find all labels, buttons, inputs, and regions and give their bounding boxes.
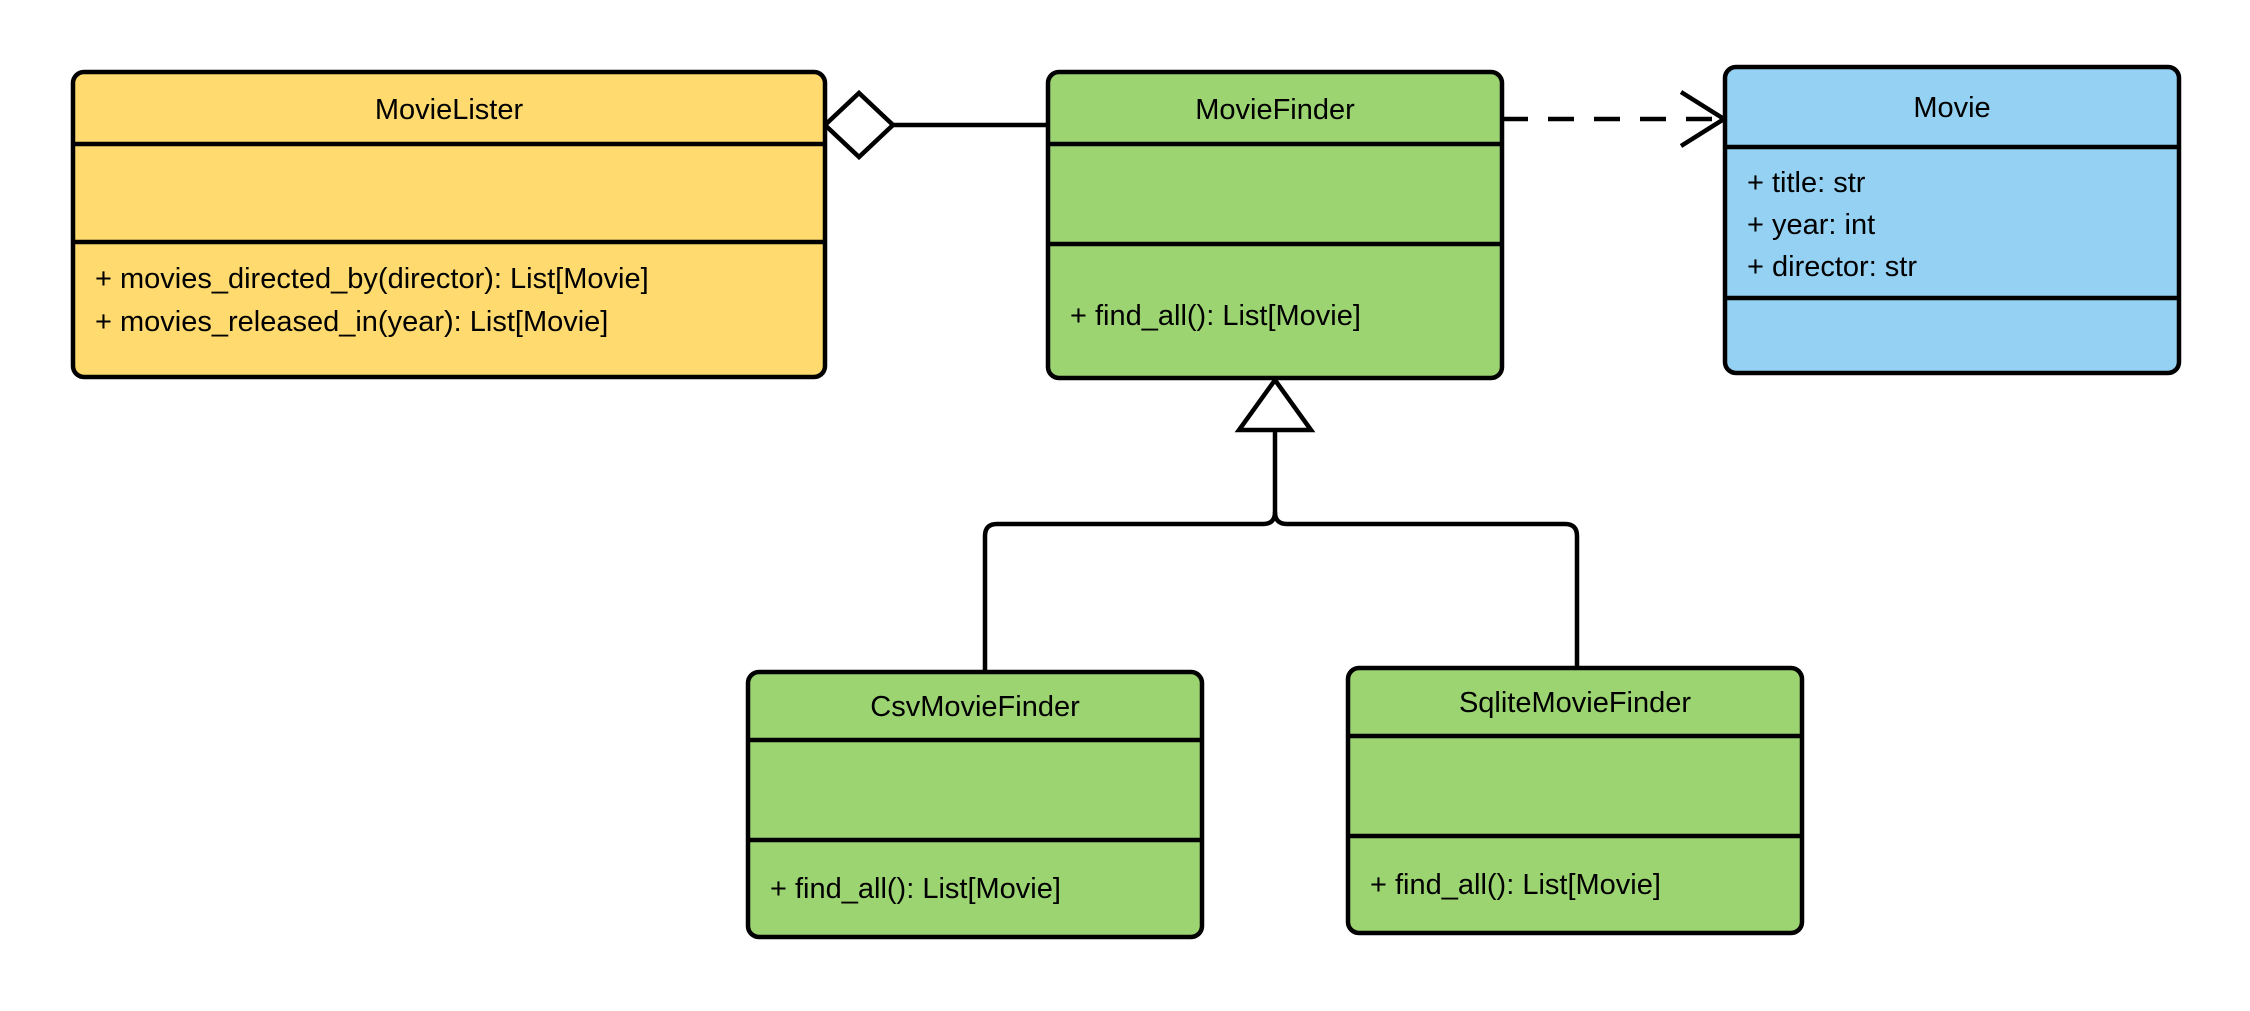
- hollow-triangle-icon: [1234, 376, 1316, 433]
- sqlite-movie-finder-title: SqliteMovieFinder: [1459, 687, 1691, 719]
- movie-finder-method-0: + find_all(): List[Movie]: [1070, 300, 1361, 332]
- movie-attribute-2: + director: str: [1747, 251, 1917, 283]
- movie-lister-frame: [70, 69, 828, 380]
- movie-attribute-0: + title: str: [1747, 167, 1866, 199]
- relationship-generalization-tree[interactable]: [982, 376, 1580, 672]
- class-box-csv-movie-finder[interactable]: CsvMovieFinder + find_all(): List[Movie]: [745, 669, 1205, 940]
- class-box-sqlite-movie-finder[interactable]: SqliteMovieFinder + find_all(): List[Mov…: [1345, 665, 1805, 936]
- hollow-diamond-icon: [821, 89, 897, 161]
- movie-lister-method-0: + movies_directed_by(director): List[Mov…: [95, 263, 649, 295]
- sqlite-movie-finder-method-0: + find_all(): List[Movie]: [1370, 869, 1661, 901]
- csv-movie-finder-title: CsvMovieFinder: [870, 691, 1080, 723]
- movie-finder-title: MovieFinder: [1195, 94, 1355, 126]
- movie-lister-title: MovieLister: [375, 94, 524, 126]
- csv-movie-finder-method-0: + find_all(): List[Movie]: [770, 873, 1061, 905]
- generalization-branch-sqlite: [1272, 511, 1580, 668]
- generalization-branch-csv: [982, 511, 1278, 672]
- class-box-movie-finder[interactable]: MovieFinder + find_all(): List[Movie]: [1045, 69, 1505, 381]
- class-box-movie-lister[interactable]: MovieLister + movies_directed_by(directo…: [70, 69, 828, 380]
- movie-lister-method-1: + movies_released_in(year): List[Movie]: [95, 306, 608, 338]
- relationship-aggregation-lister-finder[interactable]: [821, 89, 1048, 161]
- movie-attribute-1: + year: int: [1747, 209, 1875, 241]
- relationship-dependency-finder-movie[interactable]: [1502, 90, 1729, 148]
- class-box-movie[interactable]: Movie + title: str + year: int + directo…: [1722, 64, 2182, 376]
- movie-finder-frame: [1045, 69, 1505, 381]
- movie-title: Movie: [1913, 92, 1990, 124]
